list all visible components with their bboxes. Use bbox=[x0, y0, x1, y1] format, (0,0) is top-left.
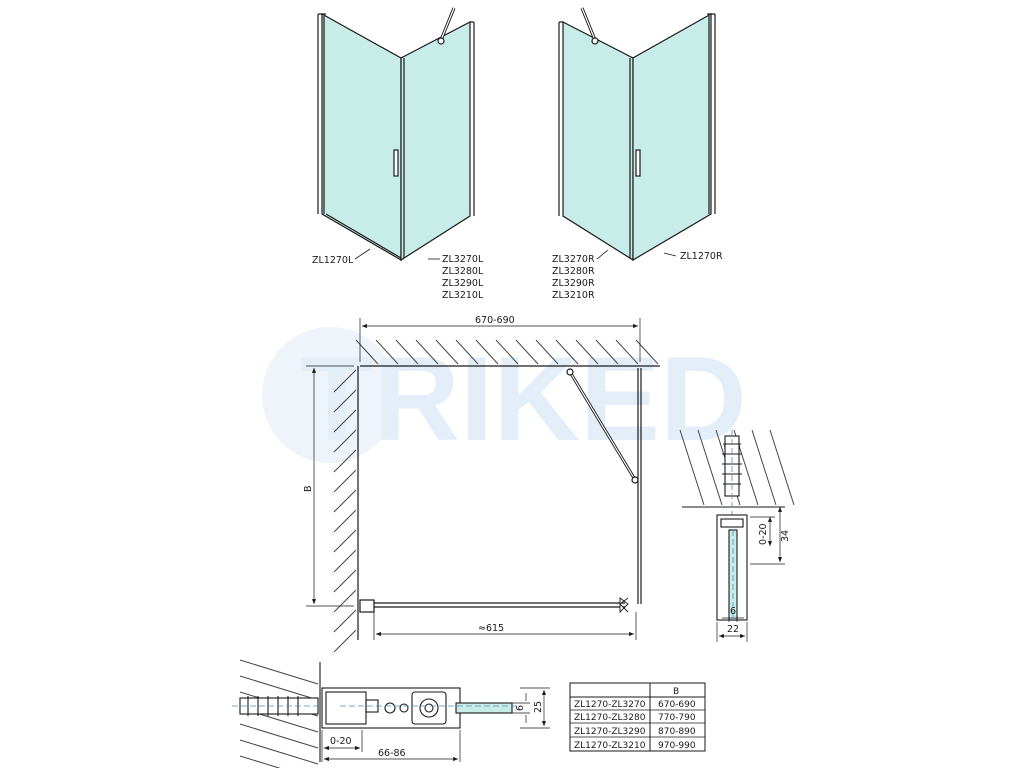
hatch-line bbox=[333, 449, 357, 473]
hatch-line bbox=[239, 659, 319, 685]
table-row-2-b: 770-790 bbox=[658, 713, 696, 723]
section-bottom-dim-glass: 6 bbox=[515, 705, 526, 711]
hatch-line bbox=[239, 723, 319, 749]
right-door-label-1: ZL3270R bbox=[552, 254, 595, 265]
table-row-4-b: 970-990 bbox=[658, 741, 696, 751]
hatch-line bbox=[679, 429, 705, 506]
hatch-line bbox=[239, 739, 319, 765]
section-bottom-dim-width: 66-86 bbox=[378, 748, 406, 759]
plan-depth-dim: B bbox=[303, 485, 314, 492]
hatch-line bbox=[615, 339, 639, 365]
hatch-line bbox=[333, 389, 357, 413]
plan-view bbox=[306, 318, 660, 653]
hatch-line bbox=[333, 529, 357, 553]
hatch-line bbox=[239, 755, 281, 768]
hatch-line bbox=[555, 339, 579, 365]
left-door-label-1: ZL3270L bbox=[442, 254, 484, 265]
wall-profile-section-bottom bbox=[232, 659, 550, 768]
table-row-3-model: ZL1270-ZL3290 bbox=[574, 727, 646, 737]
table-header-b: B bbox=[673, 687, 679, 697]
hatch-line bbox=[333, 429, 357, 453]
hatch-line bbox=[333, 629, 357, 653]
right-enclosure-view bbox=[558, 7, 716, 262]
section-bottom-dim-gap: 0-20 bbox=[330, 736, 352, 747]
hatch-line bbox=[333, 409, 357, 433]
hatch-line bbox=[769, 429, 795, 506]
dimension-table: B ZL1270-ZL3270 670-690 ZL1270-ZL3280 77… bbox=[569, 682, 706, 752]
hatch-line bbox=[375, 339, 399, 365]
hatch-line bbox=[595, 339, 619, 365]
right-door-label-3: ZL3290R bbox=[552, 278, 595, 289]
hatch-line bbox=[435, 339, 459, 365]
left-door-label-3: ZL3290L bbox=[442, 278, 484, 289]
right-door-label-2: ZL3280R bbox=[552, 266, 595, 277]
hatch-line bbox=[535, 339, 559, 365]
hatch-line bbox=[751, 429, 777, 506]
hatch-line bbox=[455, 339, 479, 365]
hatch-line bbox=[475, 339, 499, 365]
hatch-line bbox=[495, 339, 519, 365]
watermark: TRIKED bbox=[262, 327, 747, 466]
section-right-dim-width: 22 bbox=[727, 624, 739, 635]
hatch-line bbox=[333, 369, 357, 393]
hatch-line bbox=[333, 569, 357, 593]
hatch-line bbox=[515, 339, 539, 365]
plan-width-dim: 670-690 bbox=[475, 315, 515, 326]
hatch-line bbox=[395, 339, 419, 365]
hatch-line bbox=[333, 609, 357, 633]
left-enclosure-view bbox=[317, 7, 475, 262]
right-door-label-4: ZL3210R bbox=[552, 290, 595, 301]
hatch-line bbox=[333, 489, 357, 513]
table-row-3-b: 870-890 bbox=[658, 727, 696, 737]
section-right-dim-depth: 34 bbox=[780, 530, 791, 542]
table-row-1-b: 670-690 bbox=[658, 700, 696, 710]
hatch-line bbox=[333, 509, 357, 533]
plan-panel-dim: ≈615 bbox=[478, 623, 504, 634]
left-door-label-2: ZL3280L bbox=[442, 266, 484, 277]
section-bottom-dim-depth: 25 bbox=[533, 701, 544, 713]
hatch-line bbox=[333, 589, 357, 613]
hatch-line bbox=[415, 339, 439, 365]
table-row-4-model: ZL1270-ZL3210 bbox=[574, 741, 646, 751]
table-row-1-model: ZL1270-ZL3270 bbox=[574, 700, 646, 710]
hatch-line bbox=[697, 429, 723, 506]
wall-profile-section-right bbox=[679, 429, 795, 642]
watermark-text: TRIKED bbox=[300, 332, 747, 466]
hatch-line bbox=[575, 339, 599, 365]
right-panel-label: ZL1270R bbox=[680, 251, 723, 262]
left-door-label-4: ZL3210L bbox=[442, 290, 484, 301]
hatch-line bbox=[333, 549, 357, 573]
left-panel-label: ZL1270L bbox=[312, 255, 354, 266]
table-row-2-model: ZL1270-ZL3280 bbox=[574, 713, 646, 723]
hatch-line bbox=[239, 675, 319, 701]
section-right-dim-glass: 6 bbox=[730, 606, 736, 617]
hatch-line bbox=[333, 469, 357, 493]
section-right-dim-gap: 0-20 bbox=[758, 523, 769, 545]
